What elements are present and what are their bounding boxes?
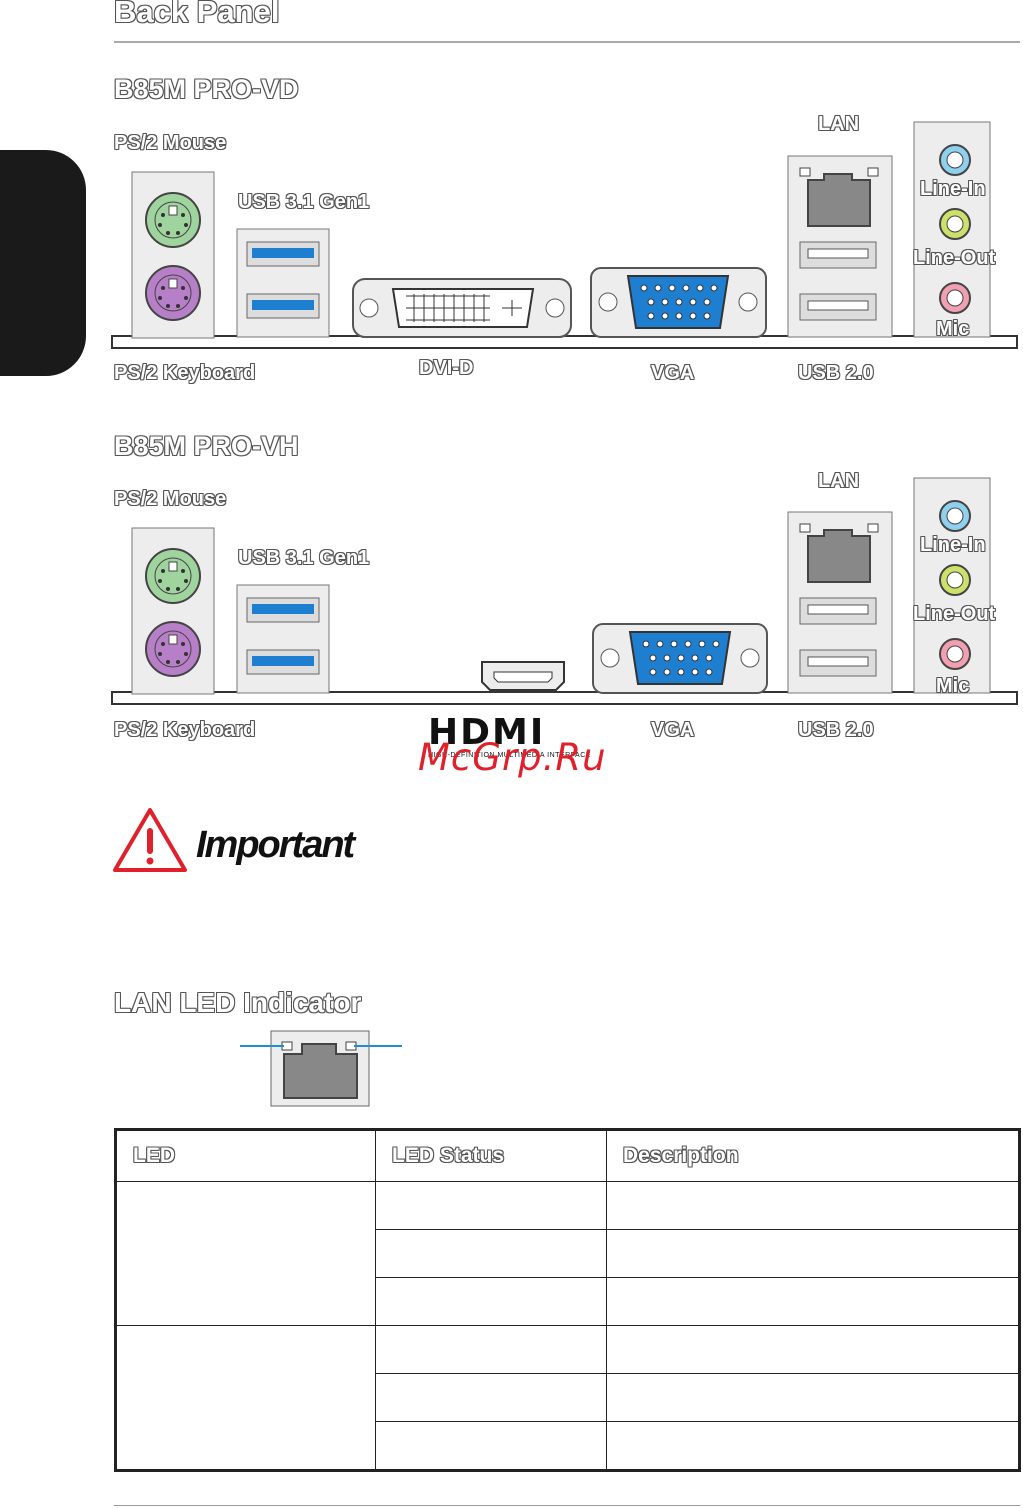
warning-icon [113,808,187,872]
table-cell [606,1277,1020,1326]
line-in-jack [939,144,971,176]
table-cell [606,1421,1020,1471]
usb31-port-top [246,241,320,267]
lan-led-table: LED LED Status Description [114,1128,1021,1472]
table-cell [375,1277,607,1326]
vga-port [590,267,767,338]
usb31-port-bottom [246,649,320,675]
table-row [116,1229,1020,1278]
title-rule [114,41,1020,43]
usb20-port-bottom [799,649,877,677]
col-led-status: LED Status [375,1129,607,1182]
table-cell [606,1181,1020,1230]
usb20-port-top [799,241,877,269]
label-line-in: Line-In [920,178,986,200]
col-description: Description [606,1129,1020,1182]
table-cell [606,1373,1020,1422]
label-mic: Mic [936,318,970,340]
panel-base [111,335,1018,349]
label-ps2-keyboard: PS/2 Keyboard [114,362,256,384]
mic-jack [939,282,971,314]
col-led: LED [115,1129,376,1182]
ps2-mouse-port [145,548,201,604]
table-row [115,1325,1020,1471]
label-ps2-keyboard-vh: PS/2 Keyboard [114,719,256,741]
label-usb20: USB 2.0 [798,362,874,384]
label-mic-vh: Mic [936,675,970,697]
usb20-port-bottom [799,293,877,321]
label-line-out: Line-Out [913,247,996,269]
watermark: McGrp.Ru [418,736,607,779]
label-usb31: USB 3.1 Gen1 [238,191,370,213]
line-out-jack [939,208,971,240]
table-row [116,1277,1020,1326]
label-usb20-vh: USB 2.0 [798,719,874,741]
footer-rule [114,1505,1020,1506]
hdmi-port [481,661,565,691]
hdmi-logo: HDMI [428,712,546,753]
line-out-jack [939,564,971,596]
table-header-row: LED LED Status Description [115,1129,1020,1182]
lan-port [799,523,879,583]
hdmi-tagline: HIGH-DEFINITION MULTIMEDIA INTERFACE [428,752,591,759]
chapter-tab [0,150,86,376]
usb20-port-top [799,597,877,625]
page-title: Back Panel [114,0,280,29]
table-row [116,1421,1020,1471]
important-label: Important [196,824,355,866]
model-title-vh: B85M PRO-VH [114,431,299,461]
table-row [115,1181,1020,1326]
table-cell [375,1181,607,1230]
table-cell [375,1229,607,1278]
line-in-jack [939,500,971,532]
lan-led-diagram [240,1030,402,1107]
usb31-port-bottom [246,293,320,319]
table-cell [115,1181,376,1326]
panel-base [111,691,1018,705]
table-cell [606,1325,1020,1374]
dvi-port [352,278,572,338]
ps2-keyboard-port [145,621,201,677]
table-cell [375,1421,607,1471]
back-panel-vd [111,121,1018,349]
vga-port [592,623,768,694]
label-lan: LAN [818,113,860,135]
usb31-port-top [246,597,320,623]
label-line-in-vh: Line-In [920,534,986,556]
lan-led-heading: LAN LED Indicator [114,987,362,1018]
label-vga-vh: VGA [651,719,695,741]
table-cell [375,1325,607,1374]
label-ps2-mouse-vh: PS/2 Mouse [114,488,227,510]
table-cell [375,1373,607,1422]
label-vga: VGA [651,362,695,384]
label-line-out-vh: Line-Out [913,603,996,625]
lan-port [799,167,879,227]
table-cell [115,1325,376,1471]
back-panel-vh [111,477,1018,705]
label-usb31-vh: USB 3.1 Gen1 [238,547,370,569]
table-cell [606,1229,1020,1278]
ps2-keyboard-port [145,265,201,321]
label-lan-vh: LAN [818,470,860,492]
label-ps2-mouse: PS/2 Mouse [114,132,227,154]
ps2-mouse-port [145,192,201,248]
model-title-vd: B85M PRO-VD [114,74,299,104]
mic-jack [939,638,971,670]
label-dvi: DVI-D [419,357,474,379]
table-row [116,1373,1020,1422]
